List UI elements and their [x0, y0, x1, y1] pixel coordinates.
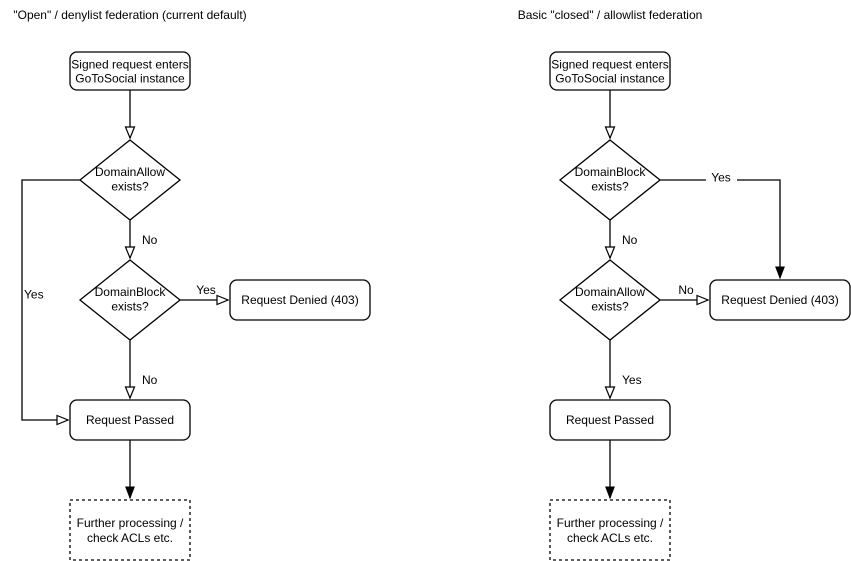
- start-node-label-line1: Signed request enters: [71, 58, 188, 72]
- start-node-label-line2: GoToSocial instance: [555, 72, 665, 86]
- decision-label-line1: DomainAllow: [95, 165, 165, 179]
- passed-node-label: Request Passed: [566, 413, 654, 427]
- edge-label-yes: Yes: [196, 283, 216, 297]
- denied-node-box: [709, 279, 851, 321]
- edge-label-no: No: [622, 233, 638, 247]
- decision-domainallow-right: DomainAllow exists?: [558, 259, 662, 341]
- start-node-label-line1: Signed request enters: [551, 58, 668, 72]
- chart-title-right: Basic "closed" / allowlist federation: [518, 8, 703, 22]
- decision-domainblock-right: DomainBlock exists?: [558, 139, 662, 221]
- passed-node-left: Request Passed: [69, 399, 191, 441]
- further-node-box: [549, 499, 671, 561]
- decision-label-line2: exists?: [111, 300, 149, 314]
- further-node-label-line2: check ACLs etc.: [567, 531, 653, 545]
- further-node-right: Further processing / check ACLs etc.: [549, 499, 671, 561]
- edge-label-yes: Yes: [622, 373, 642, 387]
- start-node-left: Signed request enters GoToSocial instanc…: [69, 51, 191, 91]
- decision-label-line2: exists?: [111, 180, 149, 194]
- passed-node-right: Request Passed: [549, 399, 671, 441]
- edge-domainallow-yes: [21, 179, 80, 426]
- decision-domainblock-left: DomainBlock exists?: [78, 259, 182, 341]
- decision-label-line1: DomainBlock: [575, 165, 647, 179]
- decision-domainallow-left: DomainAllow exists?: [78, 139, 182, 221]
- chart-title-left: "Open" / denylist federation (current de…: [13, 8, 246, 22]
- edge-label-yes: Yes: [711, 171, 731, 185]
- start-node-label-line2: GoToSocial instance: [75, 72, 185, 86]
- start-node-right: Signed request enters GoToSocial instanc…: [549, 51, 671, 91]
- edge-domainblock-yes: [660, 179, 785, 280]
- further-node-left: Further processing / check ACLs etc.: [69, 499, 191, 561]
- edge-label-yes: Yes: [24, 288, 44, 302]
- flowchart-closed-allowlist: Basic "closed" / allowlist federation Si…: [518, 8, 851, 561]
- further-node-label-line1: Further processing /: [77, 516, 184, 530]
- decision-label-line1: DomainAllow: [575, 285, 645, 299]
- passed-node-label: Request Passed: [86, 413, 174, 427]
- edge-label-no: No: [142, 233, 158, 247]
- decision-label-line2: exists?: [591, 300, 629, 314]
- decision-label-line2: exists?: [591, 180, 629, 194]
- further-node-box: [69, 499, 191, 561]
- denied-node-right: Request Denied (403): [709, 279, 851, 321]
- denied-node-box: [229, 279, 371, 321]
- flowchart-open-denylist: "Open" / denylist federation (current de…: [13, 8, 371, 561]
- further-node-label-line2: check ACLs etc.: [87, 531, 173, 545]
- edge-label-no: No: [678, 283, 694, 297]
- further-node-label-line1: Further processing /: [557, 516, 664, 530]
- denied-node-left: Request Denied (403): [229, 279, 371, 321]
- denied-node-label: Request Denied (403): [241, 293, 358, 307]
- edge-label-no: No: [142, 373, 158, 387]
- edge-label-bg: [706, 171, 737, 184]
- denied-node-label: Request Denied (403): [721, 293, 838, 307]
- decision-label-line1: DomainBlock: [95, 285, 167, 299]
